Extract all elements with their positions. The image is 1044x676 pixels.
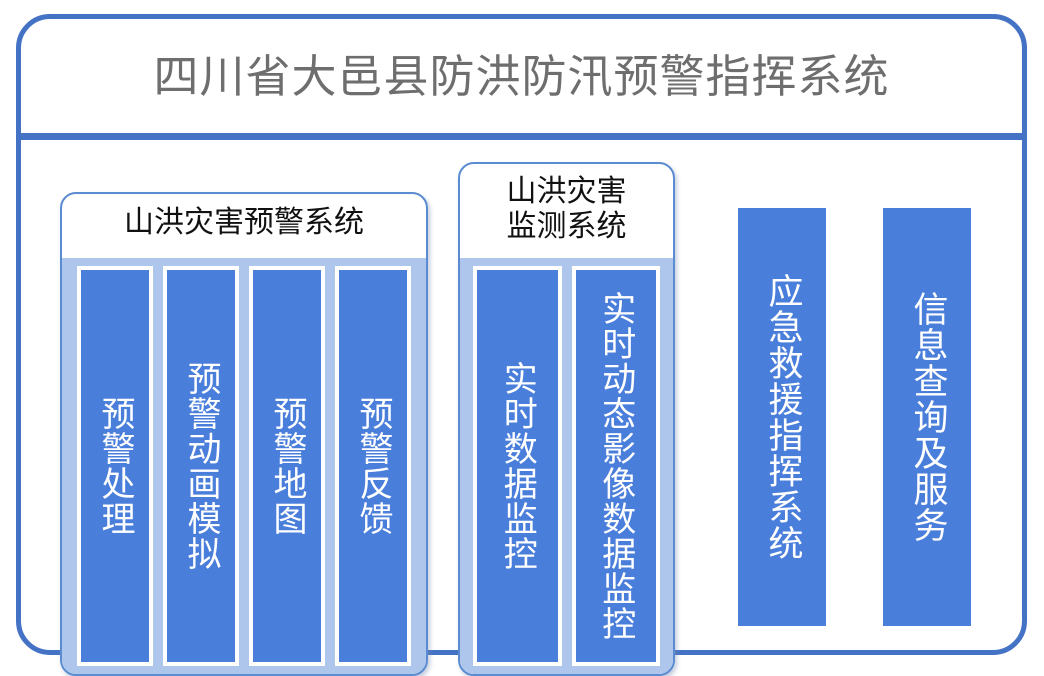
module-label: 预警动画模拟	[181, 361, 222, 571]
module-information-query-and-service[interactable]: 信息查询及服务	[883, 208, 971, 626]
group-monitoring-title: 山洪灾害 监测系统	[506, 174, 627, 245]
module-label: 预警反馈	[353, 396, 394, 536]
group-monitoring-modules: 实时数据监控 实时动态影像数据监控	[460, 258, 673, 674]
module-warning-feedback[interactable]: 预警反馈	[335, 266, 411, 666]
module-label: 应急救援指挥系统	[762, 273, 803, 561]
module-label: 预警处理	[95, 396, 136, 536]
module-label: 实时动态影像数据监控	[595, 291, 636, 641]
module-label: 实时数据监控	[497, 361, 538, 571]
module-emergency-rescue-command-system[interactable]: 应急救援指挥系统	[738, 208, 826, 626]
module-realtime-dynamic-image-data-monitoring[interactable]: 实时动态影像数据监控	[571, 266, 660, 666]
group-warning-title: 山洪灾害预警系统	[124, 205, 364, 240]
title-band: 四川省大邑县防洪防汛预警指挥系统	[21, 19, 1022, 133]
module-warning-animation-simulation[interactable]: 预警动画模拟	[163, 266, 239, 666]
module-warning-map[interactable]: 预警地图	[249, 266, 325, 666]
diagram-content: 山洪灾害预警系统 预警处理 预警动画模拟 预警地图 预警反馈 山洪灾害 监测系统	[21, 140, 1022, 676]
module-label: 信息查询及服务	[907, 291, 948, 543]
group-monitoring-system[interactable]: 山洪灾害 监测系统 实时数据监控 实时动态影像数据监控	[458, 162, 675, 676]
group-warning-system[interactable]: 山洪灾害预警系统 预警处理 预警动画模拟 预警地图 预警反馈	[60, 192, 428, 676]
module-label: 预警地图	[267, 396, 308, 536]
group-warning-modules: 预警处理 预警动画模拟 预警地图 预警反馈	[62, 258, 426, 674]
title-divider	[21, 133, 1022, 140]
page-title: 四川省大邑县防洪防汛预警指挥系统	[153, 49, 890, 103]
system-frame: 四川省大邑县防洪防汛预警指挥系统 山洪灾害预警系统 预警处理 预警动画模拟 预警…	[16, 14, 1027, 676]
module-warning-processing[interactable]: 预警处理	[77, 266, 153, 666]
module-realtime-data-monitoring[interactable]: 实时数据监控	[473, 266, 562, 666]
